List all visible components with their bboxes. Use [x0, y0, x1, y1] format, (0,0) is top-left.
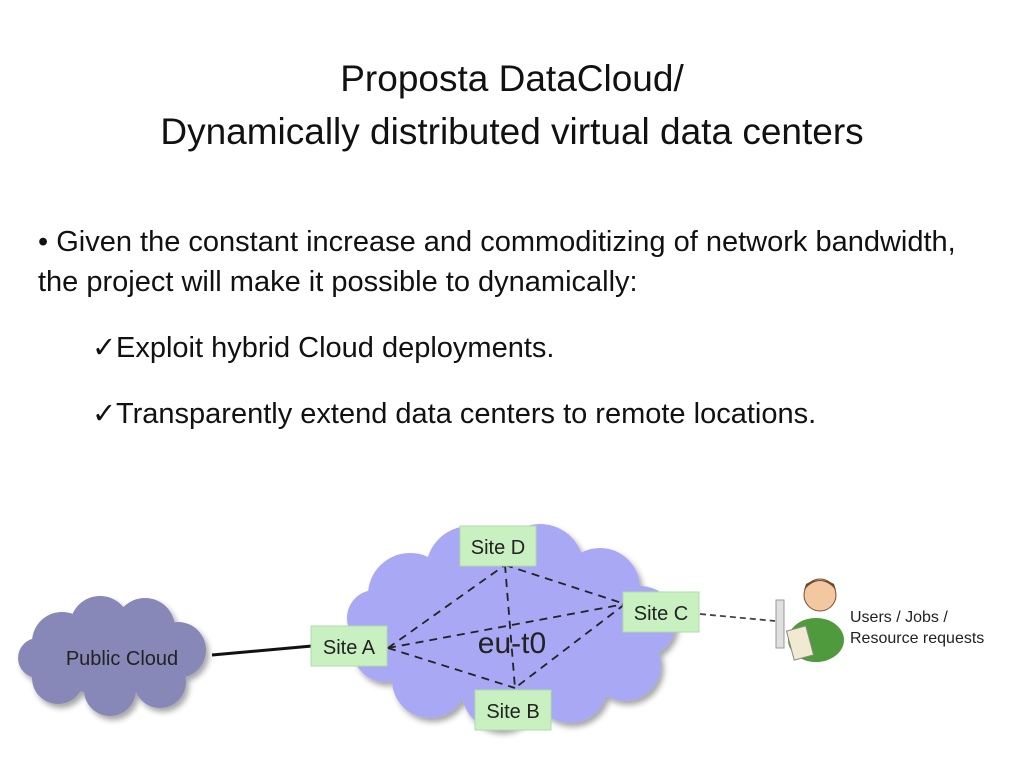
- site-b-label: Site B: [486, 701, 539, 723]
- public-cloud: [18, 596, 206, 716]
- site-c-label: Site C: [634, 603, 688, 625]
- site-d-box: Site D: [459, 525, 537, 567]
- bullet-text: Given the constant increase and commodit…: [38, 226, 956, 298]
- title-line-2: Dynamically distributed virtual data cen…: [160, 111, 864, 152]
- bullet-paragraph: • Given the constant increase and commod…: [38, 222, 998, 302]
- public-cloud-label: Public Cloud: [66, 648, 178, 670]
- public-link-line: [211, 644, 313, 657]
- checkmark-icon: ✓: [92, 332, 117, 364]
- main-cloud: [347, 524, 676, 730]
- network-diagram: Public Cloud eu-t0 Site: [18, 524, 984, 731]
- subitem-extend-datacenters: ✓Transparently extend data centers to re…: [92, 396, 816, 432]
- subitem-hybrid-cloud: ✓Exploit hybrid Cloud deployments.: [92, 330, 554, 366]
- title-line-1: Proposta DataCloud/: [340, 58, 684, 99]
- slide-title: Proposta DataCloud/ Dynamically distribu…: [0, 52, 1024, 158]
- users-link-line: [699, 613, 776, 622]
- checkmark-icon: ✓: [92, 398, 117, 430]
- site-a-label: Site A: [323, 637, 376, 659]
- user-icon: [775, 578, 844, 662]
- subitem-text: Transparently extend data centers to rem…: [116, 398, 817, 430]
- users-label-line1: Users / Jobs /: [850, 609, 948, 626]
- subitem-text: Exploit hybrid Cloud deployments.: [116, 332, 555, 364]
- site-d-label: Site D: [471, 537, 525, 559]
- site-a-box: Site A: [310, 625, 388, 667]
- site-mesh-links: [387, 564, 626, 689]
- users-label-line2: Resource requests: [850, 630, 984, 647]
- site-c-box: Site C: [622, 591, 700, 633]
- bullet-marker: •: [38, 226, 49, 258]
- site-b-box: Site B: [474, 689, 552, 731]
